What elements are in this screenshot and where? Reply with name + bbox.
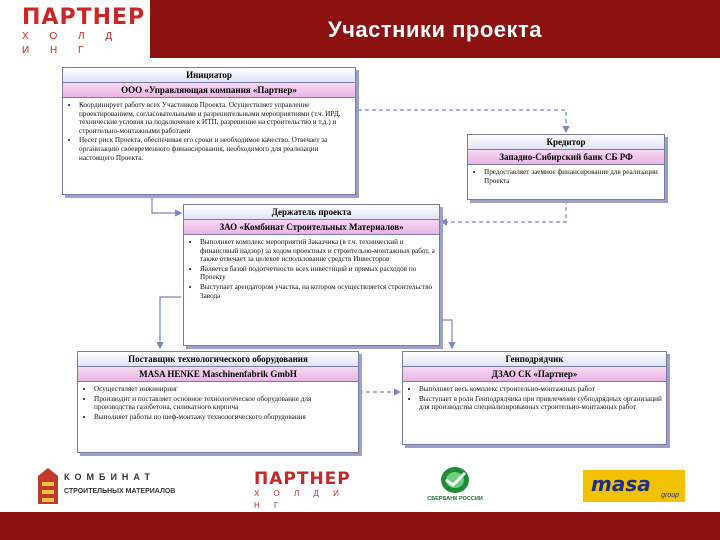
list-item: Предоставляет заемное финансирование для… <box>484 168 660 185</box>
partner-holding-logo: ПАРТНЕР Х О Л Д И Н Г <box>22 5 147 57</box>
creditor-org: Западно-Сибирский банк СБ РФ <box>468 150 664 165</box>
page-title: Участники проекта <box>327 17 543 42</box>
list-item: Выполняет работы по шеф-монтажу технолог… <box>94 413 354 422</box>
ksm-emblem-icon <box>38 468 58 504</box>
list-item: Производит и поставляет основное техноло… <box>94 395 354 412</box>
connector-creditor-holder <box>439 200 567 226</box>
contractor-role: Генподрядчик <box>403 352 666 367</box>
connector-holder-supplier <box>156 296 181 350</box>
partner-footer-sub: Х О Л Д И Н Г <box>254 489 345 510</box>
creditor-bullets: Предоставляет заемное финансирование для… <box>472 168 660 185</box>
supplier-role: Поставщик технологического оборудования <box>78 352 358 367</box>
holder-role: Держатель проекта <box>184 205 439 220</box>
holder-bullets: Выполняет комплекс мероприятий Заказчика… <box>188 238 435 300</box>
ksm-logo: КОМБИНАТ СТРОИТЕЛЬНЫХ МАТЕРИАЛОВ <box>38 466 178 506</box>
masa-text: masa <box>591 472 651 496</box>
footer-bar <box>0 512 720 540</box>
initiator-role: Инициатор <box>63 68 355 83</box>
list-item: Выступает арендатором участка, на которо… <box>200 283 435 300</box>
ksm-word1: КОМБИНАТ <box>64 472 155 482</box>
title-band <box>150 0 720 58</box>
header: ПАРТНЕР Х О Л Д И Н Г Участники проекта <box>0 0 720 58</box>
connector-holder-contractor <box>441 319 456 350</box>
holder-org: ЗАО «Комбинат Строительных Материалов» <box>184 220 439 235</box>
list-item: Координирует работу всех Участников Прое… <box>79 101 351 135</box>
list-item: Является базой подотчетности всех инвест… <box>200 265 435 282</box>
sberbank-logo: СБЕРБАНК РОССИИ <box>425 466 485 508</box>
initiator-org: ООО «Управляющая компания «Партнер» <box>63 83 355 98</box>
masa-group-logo: masa group <box>583 470 685 502</box>
connector-initiator-creditor <box>358 109 570 134</box>
contractor-bullets: Выполняет весь комплекс строительно-монт… <box>407 385 662 412</box>
initiator-box: Инициатор ООО «Управляющая компания «Пар… <box>62 67 356 195</box>
list-item: Осуществляет инжиниринг <box>94 385 354 394</box>
partner-footer-logo: ПАРТНЕР Х О Л Д И Н Г <box>254 469 364 510</box>
initiator-bullets: Координирует работу всех Участников Прое… <box>67 101 351 162</box>
masa-sub: group <box>661 492 679 499</box>
partner-footer-word: ПАРТНЕР <box>254 469 351 489</box>
connector-initiator-holder <box>151 196 183 217</box>
holder-box: Держатель проекта ЗАО «Комбинат Строител… <box>183 204 440 346</box>
logo-sub: Х О Л Д И Н Г <box>22 31 122 56</box>
logo-word: ПАРТНЕР <box>22 5 146 30</box>
sberbank-emblem-icon <box>441 467 469 493</box>
list-item: Выступает в роли Генподрядчика при привл… <box>419 395 662 412</box>
creditor-box: Кредитор Западно-Сибирский банк СБ РФ Пр… <box>467 134 665 200</box>
supplier-bullets: Осуществляет инжиниринг Производит и пос… <box>82 385 354 421</box>
creditor-role: Кредитор <box>468 135 664 150</box>
supplier-org: MASA HENKE Maschinenfabrik GmbH <box>78 367 358 382</box>
supplier-box: Поставщик технологического оборудования … <box>77 351 359 453</box>
list-item: Выполняет весь комплекс строительно-монт… <box>419 385 662 394</box>
sberbank-text: СБЕРБАНК РОССИИ <box>427 496 483 502</box>
contractor-org: ДЗАО СК «Партнер» <box>403 367 666 382</box>
list-item: Несет риск Проекта, обеспечивая его срок… <box>79 136 351 162</box>
contractor-box: Генподрядчик ДЗАО СК «Партнер» Выполняет… <box>402 351 667 445</box>
ksm-word2: СТРОИТЕЛЬНЫХ МАТЕРИАЛОВ <box>64 488 176 495</box>
list-item: Выполняет комплекс мероприятий Заказчика… <box>200 238 435 264</box>
